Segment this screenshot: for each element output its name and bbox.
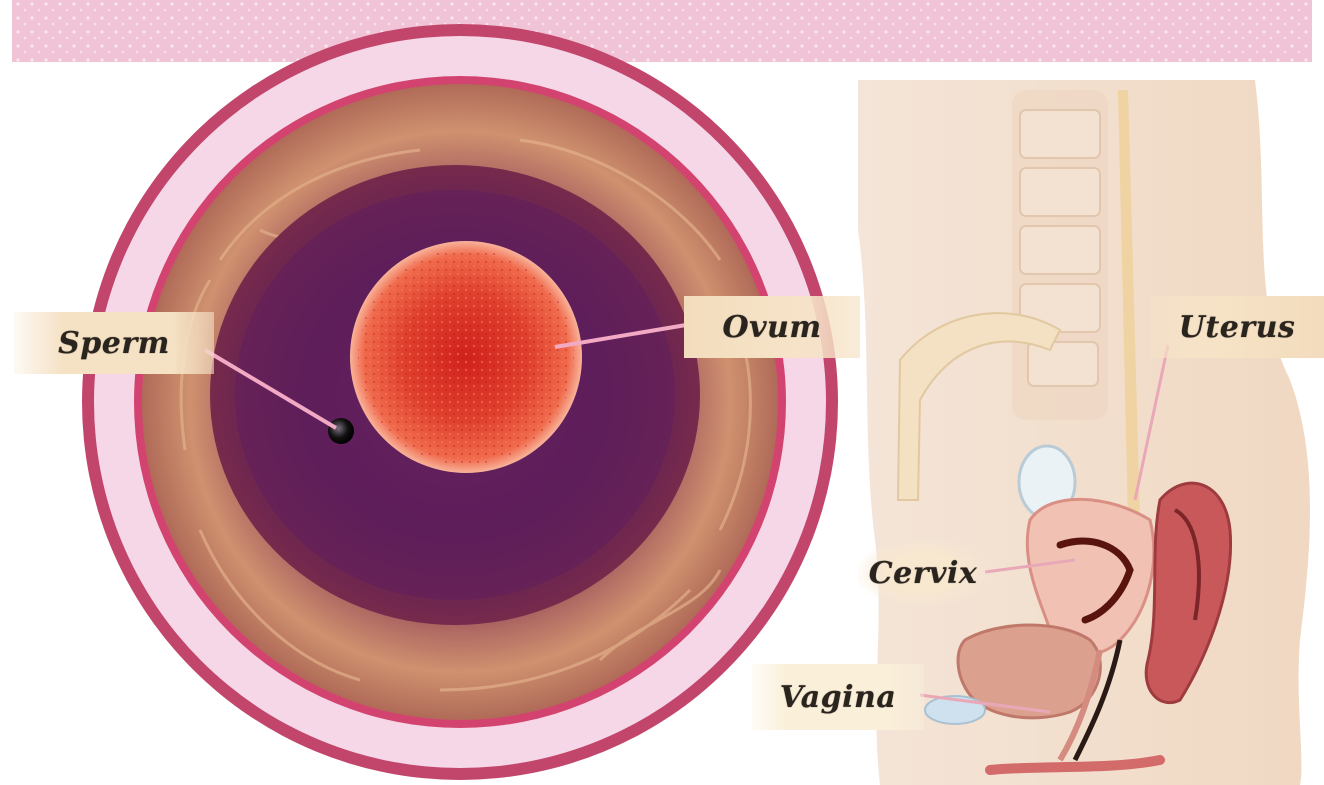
label-cervix-text: Cervix <box>869 556 977 591</box>
label-sperm: Sperm <box>14 312 214 374</box>
anatomy-figure <box>858 80 1310 785</box>
label-ovum-text: Ovum <box>722 310 821 345</box>
label-uterus: Uterus <box>1150 296 1324 358</box>
label-sperm-text: Sperm <box>58 326 170 361</box>
top-banner <box>12 0 1312 62</box>
label-vagina-text: Vagina <box>780 680 897 715</box>
sperm-cell <box>328 418 354 444</box>
label-vagina: Vagina <box>752 664 924 730</box>
label-uterus-text: Uterus <box>1179 310 1296 345</box>
label-ovum: Ovum <box>684 296 860 358</box>
magnified-circle <box>82 24 838 780</box>
label-cervix: Cervix <box>858 540 988 606</box>
